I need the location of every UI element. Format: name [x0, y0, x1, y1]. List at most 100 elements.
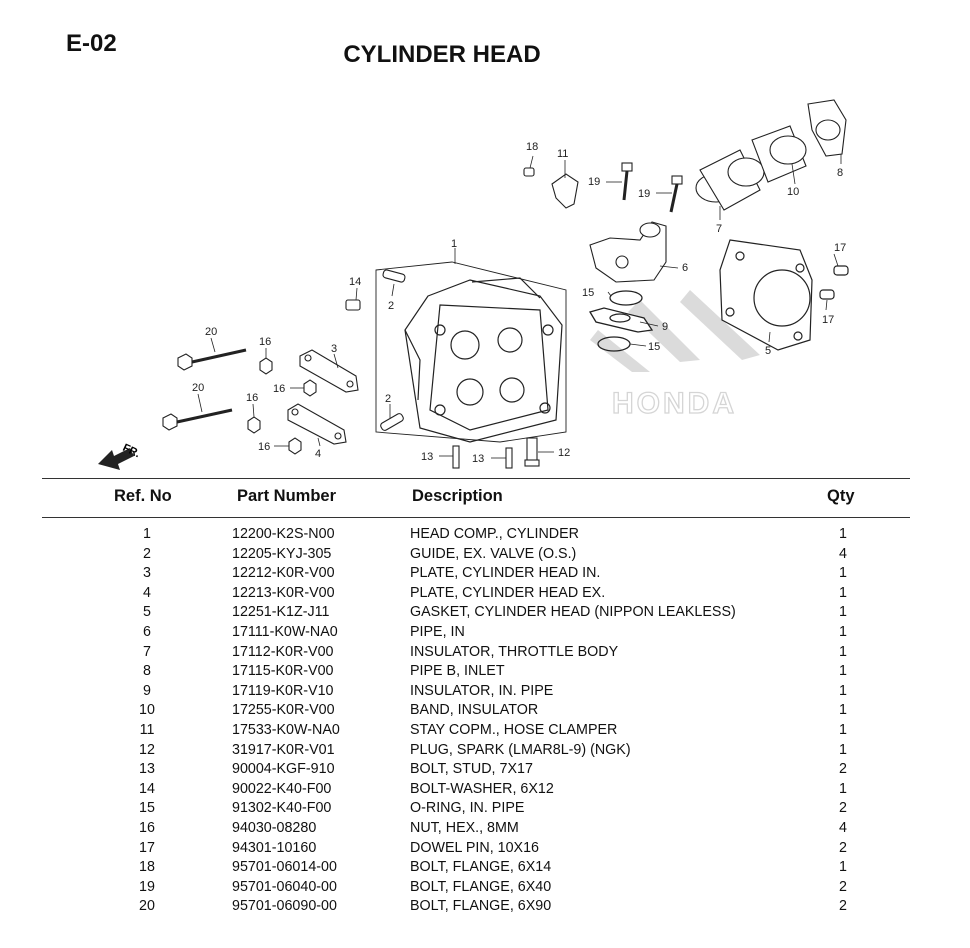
ref-cell: 8: [143, 663, 151, 680]
ref-cell: 5: [143, 604, 151, 621]
ref-cell: 6: [143, 623, 151, 640]
qty-cell: 2: [839, 878, 847, 895]
qty-cell: 1: [839, 526, 847, 542]
description-cell: PLATE, CYLINDER HEAD EX.: [410, 584, 606, 601]
qty-cell: 1: [839, 643, 847, 660]
small-fasteners: [345, 299, 540, 469]
description-cell: BOLT, FLANGE, 6X40: [410, 878, 552, 895]
callout-19b: 19: [638, 188, 650, 200]
callout-11: 11: [557, 148, 568, 160]
part-number-cell: 90022-K40-F00: [232, 780, 332, 797]
qty-cell: 4: [839, 545, 847, 562]
table-row: 13 90004-KGF-910 BOLT, STUD, 7X17 2: [42, 761, 910, 781]
description-cell: INSULATOR, IN. PIPE: [410, 682, 554, 699]
table-row: 5 12251-K1Z-J11 GASKET, CYLINDER HEAD (NIP…: [42, 604, 910, 624]
part-number-cell: 12200-K2S-N00: [232, 526, 335, 542]
callout-16b: 16: [273, 383, 285, 395]
ref-cell: 11: [139, 721, 155, 738]
callout-4: 4: [315, 448, 321, 460]
description-cell: DOWEL PIN, 10X16: [410, 839, 539, 856]
qty-cell: 1: [839, 780, 847, 797]
table-row: 7 17112-K0R-V00 INSULATOR, THROTTLE BODY 1: [42, 644, 910, 664]
callout-14: 14: [349, 276, 361, 288]
description-cell: BOLT, FLANGE, 6X90: [410, 898, 552, 915]
cylinder-head-part: [375, 261, 567, 443]
ref-cell: 14: [139, 780, 155, 797]
ref-cell: 12: [139, 741, 155, 758]
ref-cell: 18: [139, 859, 155, 876]
qty-cell: 2: [839, 839, 847, 856]
head-gasket-part: [719, 239, 849, 351]
intake-pipe-part: [589, 221, 667, 283]
part-number-cell: 17111-K0W-NA0: [232, 623, 338, 640]
callout-17b: 17: [822, 314, 834, 326]
orings-and-insulator: [589, 290, 654, 352]
ref-cell: 16: [139, 819, 155, 836]
part-number-cell: 94301-10160: [232, 839, 317, 856]
description-cell: PIPE, IN: [410, 623, 465, 640]
table-row: 9 17119-K0R-V10 INSULATOR, IN. PIPE 1: [42, 683, 910, 703]
ref-cell: 15: [139, 800, 155, 817]
ref-cell: 10: [139, 702, 155, 719]
table-header-rule: [42, 517, 910, 518]
callout-16d: 16: [258, 441, 270, 453]
callout-2a: 2: [388, 300, 394, 312]
part-number-cell: 12212-K0R-V00: [232, 565, 335, 582]
callout-labels: 1 2 2 3 4 5 6 7 8 9 10 11 12 13 13 14 15…: [192, 141, 846, 465]
callout-2b: 2: [385, 393, 391, 405]
callout-leader-lines: [197, 154, 842, 459]
qty-cell: 1: [839, 623, 847, 640]
callout-1: 1: [451, 238, 457, 250]
callout-20a: 20: [205, 326, 217, 338]
table-row: 17 94301-10160 DOWEL PIN, 10X16 2: [42, 840, 910, 860]
front-direction-arrow: FR.: [98, 442, 142, 470]
part-number-cell: 17255-K0R-V00: [232, 702, 335, 719]
callout-7: 7: [716, 223, 722, 235]
ref-cell: 9: [143, 682, 151, 699]
description-cell: BAND, INSULATOR: [410, 702, 539, 719]
valve-guide-parts: [380, 269, 406, 431]
table-row: 6 17111-K0W-NA0 PIPE, IN 1: [42, 624, 910, 644]
table-row: 10 17255-K0R-V00 BAND, INSULATOR 1: [42, 702, 910, 722]
qty-cell: 1: [839, 702, 847, 719]
callout-16a: 16: [259, 336, 271, 348]
qty-cell: 1: [839, 682, 847, 699]
qty-cell: 1: [839, 663, 847, 680]
table-top-rule: [42, 478, 910, 479]
part-number-cell: 12205-KYJ-305: [232, 545, 332, 562]
part-number-cell: 12251-K1Z-J11: [232, 604, 330, 621]
header-description: Description: [412, 487, 503, 505]
qty-cell: 1: [839, 859, 847, 876]
callout-5: 5: [765, 345, 771, 357]
qty-cell: 2: [839, 761, 847, 778]
ref-cell: 17: [139, 839, 155, 856]
part-number-cell: 95701-06090-00: [232, 898, 337, 915]
callout-3: 3: [331, 343, 337, 355]
ref-cell: 7: [143, 643, 151, 660]
description-cell: INSULATOR, THROTTLE BODY: [410, 643, 619, 660]
part-number-cell: 94030-08280: [232, 819, 317, 836]
part-number-cell: 90004-KGF-910: [232, 761, 335, 778]
callout-13a: 13: [421, 451, 433, 463]
part-number-cell: 17119-K0R-V10: [232, 682, 334, 699]
description-cell: GASKET, CYLINDER HEAD (NIPPON LEAKLESS): [410, 604, 736, 621]
qty-cell: 1: [839, 604, 847, 621]
callout-15b: 15: [648, 341, 660, 353]
qty-cell: 1: [839, 721, 847, 738]
ref-cell: 1: [143, 526, 151, 542]
part-number-cell: 17112-K0R-V00: [232, 643, 334, 660]
qty-cell: 2: [839, 898, 847, 915]
ref-cell: 4: [143, 584, 151, 601]
description-cell: PLATE, CYLINDER HEAD IN.: [410, 565, 601, 582]
description-cell: PLUG, SPARK (LMAR8L-9) (NGK): [410, 741, 631, 758]
qty-cell: 1: [839, 584, 847, 601]
description-cell: BOLT, STUD, 7X17: [410, 761, 533, 778]
part-number-cell: 95701-06014-00: [232, 859, 337, 876]
ref-cell: 13: [139, 761, 155, 778]
